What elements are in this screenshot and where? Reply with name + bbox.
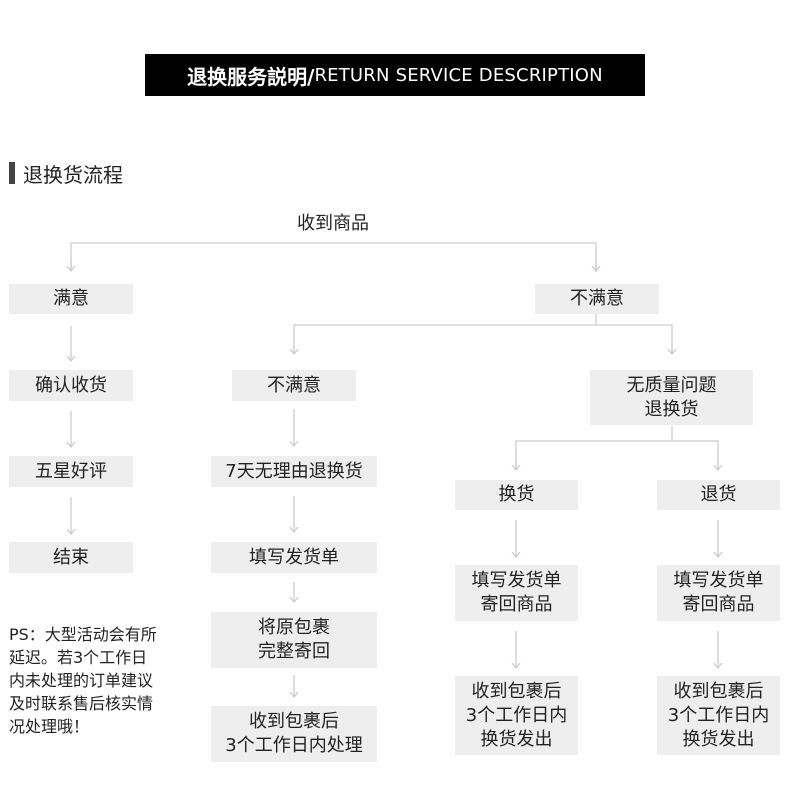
node-label: 填写发货单 寄回商品 [673, 570, 764, 615]
connector-root-branch [70, 242, 597, 271]
node-label: 确认收货 [35, 374, 107, 396]
node-process-3-days: 收到包裹后 3个工作日内处理 [211, 706, 377, 762]
node-label: 不满意 [570, 288, 624, 309]
node-label: 填写发货单 寄回商品 [471, 570, 562, 615]
connector-branch-not-satisfied [293, 314, 673, 353]
node-label: 满意 [53, 288, 89, 309]
node-label: 换货 [498, 484, 535, 505]
node-not-satisfied-top: 不满意 [535, 284, 659, 314]
node-satisfied: 满意 [9, 284, 133, 314]
node-label: 7天无理由退换货 [225, 460, 363, 482]
title-banner: 退换服务説明/ RETURN SERVICE DESCRIPTION [145, 54, 645, 96]
node-exchange: 换货 [455, 480, 578, 510]
node-seven-day-return: 7天无理由退换货 [211, 456, 377, 487]
node-fill-slip-exchange: 填写发货单 寄回商品 [455, 565, 578, 621]
node-label: 收到包裹后 3个工作日内 换货发出 [667, 680, 770, 750]
section-heading: 退换货流程 [9, 161, 123, 187]
node-ship-return: 收到包裹后 3个工作日内 换货发出 [657, 676, 780, 755]
node-five-star: 五星好评 [9, 456, 133, 487]
node-label: 收到商品 [297, 213, 369, 234]
section-title: 退换货流程 [23, 162, 123, 187]
node-label: 收到包裹后 3个工作日内处理 [225, 711, 363, 756]
banner-title-en: RETURN SERVICE DESCRIPTION [314, 64, 603, 86]
node-label: 收到包裹后 3个工作日内 换货发出 [465, 680, 568, 750]
node-repack-send-back: 将原包裹 完整寄回 [211, 612, 377, 668]
node-fill-slip-return: 填写发货单 寄回商品 [657, 565, 780, 621]
node-confirm-receipt: 确认收货 [9, 370, 133, 401]
banner-title-cn: 退换服务説明/ [187, 64, 315, 89]
node-label: 将原包裹 完整寄回 [258, 617, 330, 662]
node-label: 无质量问题 退换货 [626, 374, 717, 420]
node-no-quality-issue: 无质量问题 退换货 [590, 370, 753, 425]
node-fill-slip: 填写发货单 [211, 542, 377, 573]
node-label: 填写发货单 [249, 546, 339, 568]
section-marker [9, 162, 15, 184]
connector-branch-quality [515, 426, 719, 470]
node-label: 不满意 [267, 374, 321, 396]
node-label: 退货 [700, 484, 737, 505]
node-label: 五星好评 [35, 460, 107, 482]
node-label: 结束 [53, 546, 89, 568]
node-ship-exchange: 收到包裹后 3个工作日内 换货发出 [455, 676, 578, 755]
node-not-satisfied: 不满意 [232, 370, 356, 401]
ps-note: PS：大型活动会有所 延迟。若3个工作日 内未处理的订单建议 及时联系售后核实情… [9, 625, 157, 736]
node-return: 退货 [657, 480, 780, 510]
node-end: 结束 [9, 542, 133, 573]
node-received-goods: 收到商品 [253, 209, 413, 235]
